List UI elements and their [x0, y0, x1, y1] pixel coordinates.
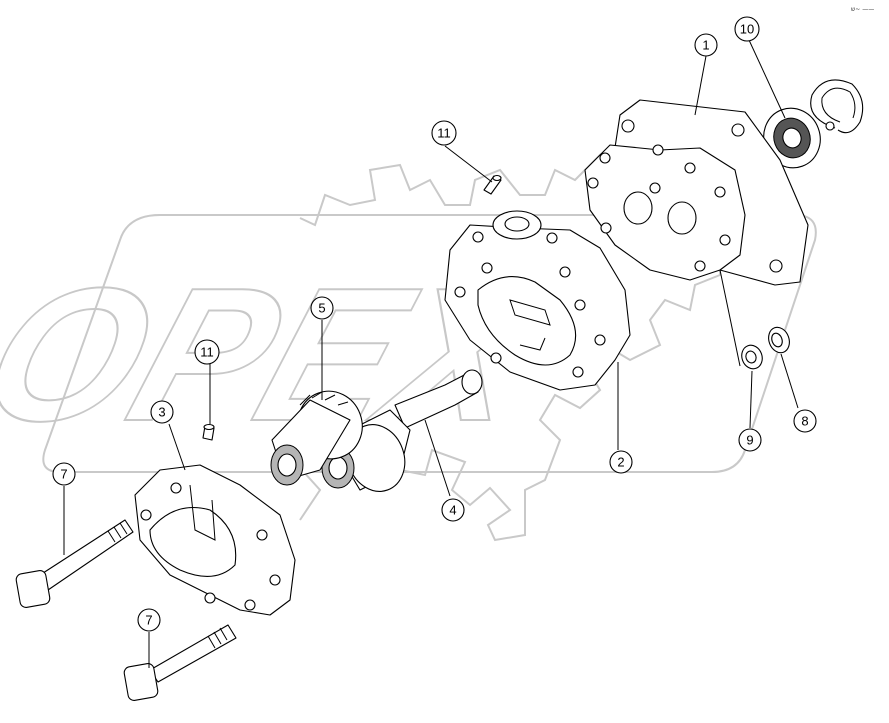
- svg-text:5: 5: [318, 301, 325, 316]
- svg-text:2: 2: [617, 455, 624, 470]
- callout-7-lower: 7: [137, 608, 161, 632]
- callout-10: 10: [734, 16, 760, 42]
- watermark-gear-outline: [299, 153, 752, 542]
- part-10-bearing: [763, 107, 821, 169]
- part-11-dowel-lower: [202, 423, 215, 441]
- svg-text:1: 1: [702, 38, 709, 53]
- callout-9: 9: [738, 428, 762, 452]
- callout-2: 2: [609, 450, 633, 474]
- part-7-bolt-upper: [15, 519, 134, 608]
- part-9-washer: [741, 344, 763, 370]
- svg-text:4: 4: [449, 503, 456, 518]
- svg-text:8: 8: [801, 414, 808, 429]
- svg-text:11: 11: [437, 126, 451, 141]
- callout-11-upper: 11: [431, 120, 457, 146]
- retaining-ring: [810, 79, 864, 134]
- corner-mark: ש~ ——: [851, 6, 874, 13]
- part-3-front-cover: [134, 464, 296, 616]
- part-7-bolt-lower: [123, 624, 237, 701]
- leader-lines: [63, 39, 799, 668]
- svg-text:11: 11: [200, 345, 214, 360]
- callout-5: 5: [310, 296, 334, 320]
- part-2-gear-housing: [444, 210, 631, 391]
- svg-text:9: 9: [746, 433, 753, 448]
- svg-text:7: 7: [145, 613, 152, 628]
- callout-3: 3: [150, 400, 174, 424]
- callout-7-upper: 7: [52, 462, 76, 486]
- callout-11-lower: 11: [194, 339, 220, 365]
- svg-text:3: 3: [158, 405, 165, 420]
- watermark-frame: [42, 214, 817, 473]
- part-1-rear-cover: [584, 99, 809, 286]
- callout-1: 1: [694, 33, 718, 57]
- svg-text:7: 7: [60, 467, 67, 482]
- part-4-drive-gear-shaft: [321, 369, 483, 492]
- part-5-driven-gear: [270, 390, 363, 486]
- callout-4: 4: [441, 498, 465, 522]
- part-8-washer: [768, 326, 790, 354]
- svg-text:10: 10: [740, 22, 754, 37]
- callout-8: 8: [793, 409, 817, 433]
